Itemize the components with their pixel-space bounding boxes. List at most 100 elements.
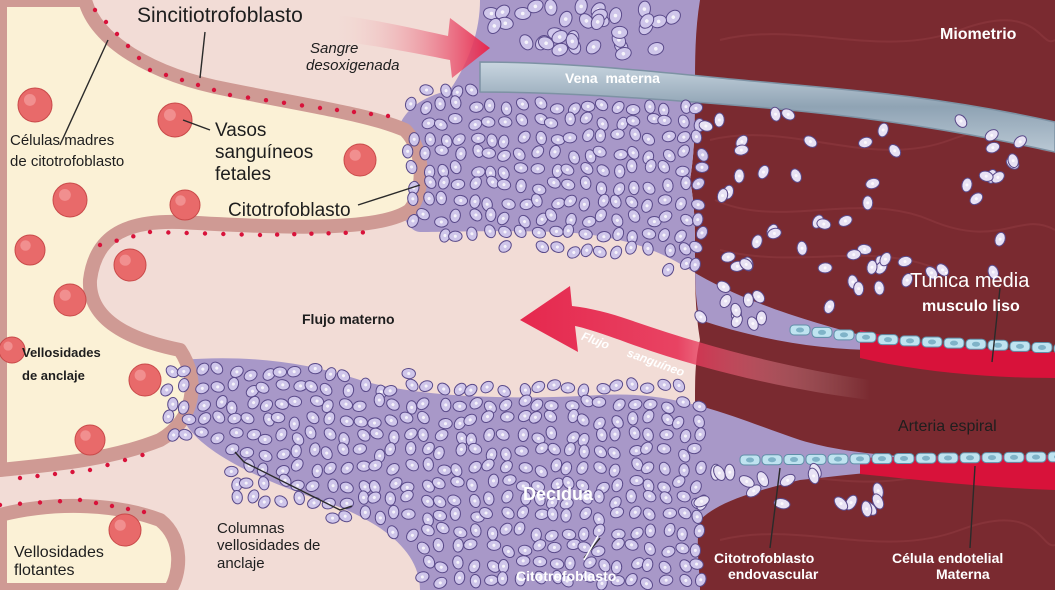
trophoblast-cell [565,112,576,126]
trophoblast-cell [487,527,498,541]
syncytio-dot [38,500,42,504]
trophoblast-cell [440,398,451,412]
syncytio-dot [282,101,286,105]
fetal-vessel-highlight [80,430,91,441]
syncytio-dot [104,20,108,24]
trophoblast-cell [497,572,508,586]
syncytio-dot [361,230,365,234]
label-flotantes-line1: Vellosidades [14,544,104,562]
syncytio-dot [93,8,97,12]
fetal-vessel-highlight [20,240,31,251]
fetal-vessel [344,144,376,176]
endothelial-nucleus [768,457,776,462]
syncytio-dot [180,78,184,82]
trophoblast-cell [626,159,637,173]
trophoblast-cell [409,133,419,146]
trophoblast-cell [402,368,416,379]
trophoblast-cell [388,505,398,519]
endothelial-nucleus [856,456,864,461]
trophoblast-cell [498,559,509,573]
trophoblast-cell [677,527,687,541]
trophoblast-cell [374,393,385,407]
label-flujo-materno: Flujo materno [302,311,395,327]
trophoblast-cell [547,542,561,553]
endothelial-nucleus [878,456,886,461]
label-columnas-line2: vellosidades de [217,537,320,554]
trophoblast-cell [561,383,575,394]
fetal-vessel-highlight [60,290,71,301]
syncytio-dot [318,106,322,110]
trophoblast-cell [531,163,545,174]
syncytio-dot [369,112,373,116]
syncytio-dot [94,501,98,505]
syncytio-dot [140,453,144,457]
syncytio-dot [264,98,268,102]
label-endovascular-line2: endovascular [714,566,818,582]
syncytio-dot [352,110,356,114]
endothelial-nucleus [796,328,804,333]
trophoblast-cell [471,133,485,144]
label-miometrio: Miometrio [940,26,1016,44]
label-citotrofoblasto-endovascular: Citotrofoblasto endovascular [714,550,818,582]
label-celulas-line2: de citotrofoblasto [10,153,124,170]
trophoblast-cell [258,434,272,444]
syncytio-dot [131,234,135,238]
endothelial-nucleus [900,456,908,461]
label-vellosidades-anclaje: Vellosidades de anclaje [22,346,101,384]
trophoblast-cell [714,113,725,128]
trophoblast-cell [402,144,413,158]
label-vasos-line3: fetales [215,164,313,186]
syncytio-dot [386,114,390,118]
endothelial-nucleus [1010,455,1018,460]
fetal-vessel [129,364,161,396]
syncytio-dot [78,498,82,502]
endothelial-nucleus [818,330,826,335]
fetal-vessel [53,183,87,217]
trophoblast-cell [592,397,606,408]
trophoblast-cell [660,429,674,440]
trophoblast-cell [448,231,462,242]
syncytio-dot [228,93,232,97]
trophoblast-cell [453,401,467,412]
syncytio-dot [88,468,92,472]
label-sincitiotrofoblasto: Sincitiotrofoblasto [137,4,303,28]
syncytio-dot [335,108,339,112]
fetal-vessel [109,514,141,546]
syncytio-dot [98,243,102,247]
trophoblast-cell [563,132,577,143]
endothelial-nucleus [790,457,798,462]
label-arteria-espiral: Arteria espiral [898,418,997,436]
endothelial-nucleus [966,455,974,460]
syncytio-dot [166,230,170,234]
trophoblast-cell [665,243,676,257]
trophoblast-cell [695,162,709,172]
syncytio-dot [115,32,119,36]
endothelial-nucleus [1032,455,1040,460]
endothelial-nucleus [988,455,996,460]
endothelial-nucleus [972,342,980,347]
label-celula-endotelial: Célula endotelial Materna [892,550,1003,582]
trophoblast-cell [734,169,745,183]
trophoblast-cell [484,99,494,113]
label-vellosidades-anclaje-line1: Vellosidades [22,346,101,361]
label-celulas-madres: Células madres de citotrofoblasto [10,132,124,171]
trophoblast-cell [402,509,416,520]
syncytio-dot [300,103,304,107]
syncytio-dot [123,458,127,462]
label-sangre-line2: desoxigenada [306,57,399,74]
syncytio-dot [105,463,109,467]
trophoblast-cell [229,427,243,438]
label-tunica-media: Tunica media [910,270,1029,293]
trophoblast-cell [486,208,496,222]
fetal-vessel [18,88,52,122]
trophoblast-cell [612,26,628,38]
label-decidua: Decidua [523,484,593,505]
endothelial-nucleus [884,337,892,342]
syncytio-dot [203,231,207,235]
syncytio-dot [184,231,188,235]
trophoblast-cell [389,431,399,445]
label-citotrofoblasto-top: Citotrofoblasto [228,200,351,222]
fetal-vessel [54,284,86,316]
label-columnas: Columnas vellosidades de anclaje [217,520,320,572]
endothelial-nucleus [906,338,914,343]
